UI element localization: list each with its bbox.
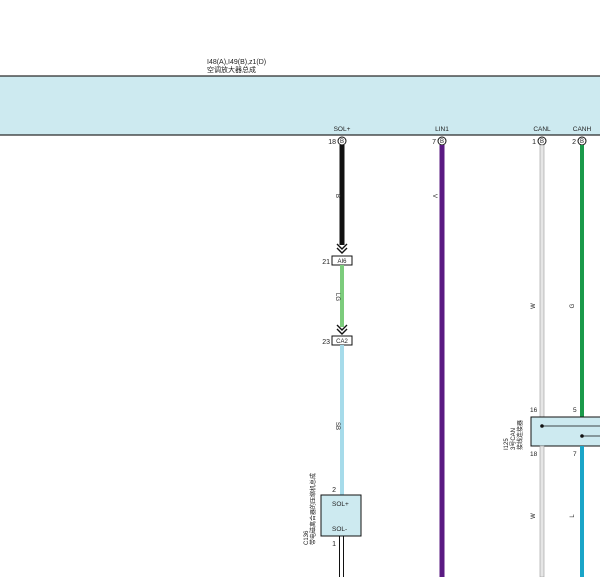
connector-arrow-ca2 — [336, 324, 348, 335]
wire-canl-white-top — [539, 144, 545, 419]
wire-color-g: G — [570, 303, 576, 308]
can-pin-18: 18 — [530, 451, 538, 458]
wire-color-w-bottom: W — [531, 513, 537, 519]
pin-label-sol-plus: SOL+ — [334, 126, 351, 133]
svg-text:CA2: CA2 — [336, 339, 348, 345]
junction-pin-23: 23 — [322, 339, 330, 346]
compressor-assembly: SOL+ SOL- — [320, 494, 362, 537]
wire-color-l: L — [570, 514, 576, 518]
pin-number-2: 2 — [572, 139, 576, 146]
terminal-sol-minus: SOL- — [332, 526, 347, 533]
wire-canh-green — [580, 145, 584, 418]
wire-canl-white-bottom — [539, 445, 545, 577]
wire-color-w-top: W — [531, 303, 537, 309]
can-junction-connector — [530, 416, 600, 447]
compressor-name: 带电磁离合器的压缩机总成 — [309, 473, 317, 545]
module-part-code: I48(A),I49(B),z1(D) — [207, 59, 266, 66]
wire-color-b: B — [334, 194, 340, 198]
can-junction-name-2: 接线连接器 — [516, 420, 524, 450]
pin-number-1: 1 — [532, 139, 536, 146]
wire-sol-black — [339, 145, 345, 245]
svg-text:B: B — [340, 139, 344, 145]
svg-text:B: B — [540, 139, 544, 145]
can-pin-7: 7 — [573, 451, 577, 458]
wire-color-lg: LG — [334, 293, 340, 301]
svg-text:AI6: AI6 — [337, 259, 347, 265]
ac-amplifier-module — [0, 75, 600, 136]
module-part-name: 空调放大器总成 — [207, 65, 256, 74]
can-pin-5: 5 — [573, 407, 577, 414]
svg-text:B: B — [580, 139, 584, 145]
can-junction-name-1: 3号CAN — [510, 428, 517, 450]
connector-b-marker-canh: B — [577, 136, 587, 146]
connector-b-marker-lin: B — [437, 136, 447, 146]
wire-sol-skyblue — [340, 345, 344, 495]
junction-pin-21: 21 — [322, 259, 330, 266]
can-pin-16: 16 — [530, 407, 538, 414]
wire-color-v: V — [431, 194, 437, 198]
connector-b-marker-canl: B — [537, 136, 547, 146]
pin-label-lin1: LIN1 — [435, 126, 449, 133]
terminal-sol-plus: SOL+ — [332, 501, 349, 508]
junction-ca2: CA2 — [331, 335, 353, 346]
pin-label-canh: CANH — [573, 126, 592, 133]
compressor-code: C136 — [304, 530, 310, 545]
wire-lin-violet — [439, 145, 445, 577]
compressor-pin-1: 1 — [332, 541, 336, 548]
pin-number-7: 7 — [432, 139, 436, 146]
junction-ai6: AI6 — [331, 255, 353, 266]
pin-label-canl: CANL — [533, 126, 551, 133]
connector-arrow-ai6 — [336, 243, 348, 254]
wire-sol-lightgreen — [340, 265, 344, 327]
can-junction-code: I125 — [504, 438, 510, 450]
wire-canh-blue — [580, 446, 584, 577]
connector-b-marker-sol: B — [337, 136, 347, 146]
svg-text:B: B — [440, 139, 444, 145]
wire-color-sb: SB — [334, 422, 340, 430]
pin-number-18: 18 — [328, 139, 336, 146]
compressor-pin-2: 2 — [332, 487, 336, 494]
